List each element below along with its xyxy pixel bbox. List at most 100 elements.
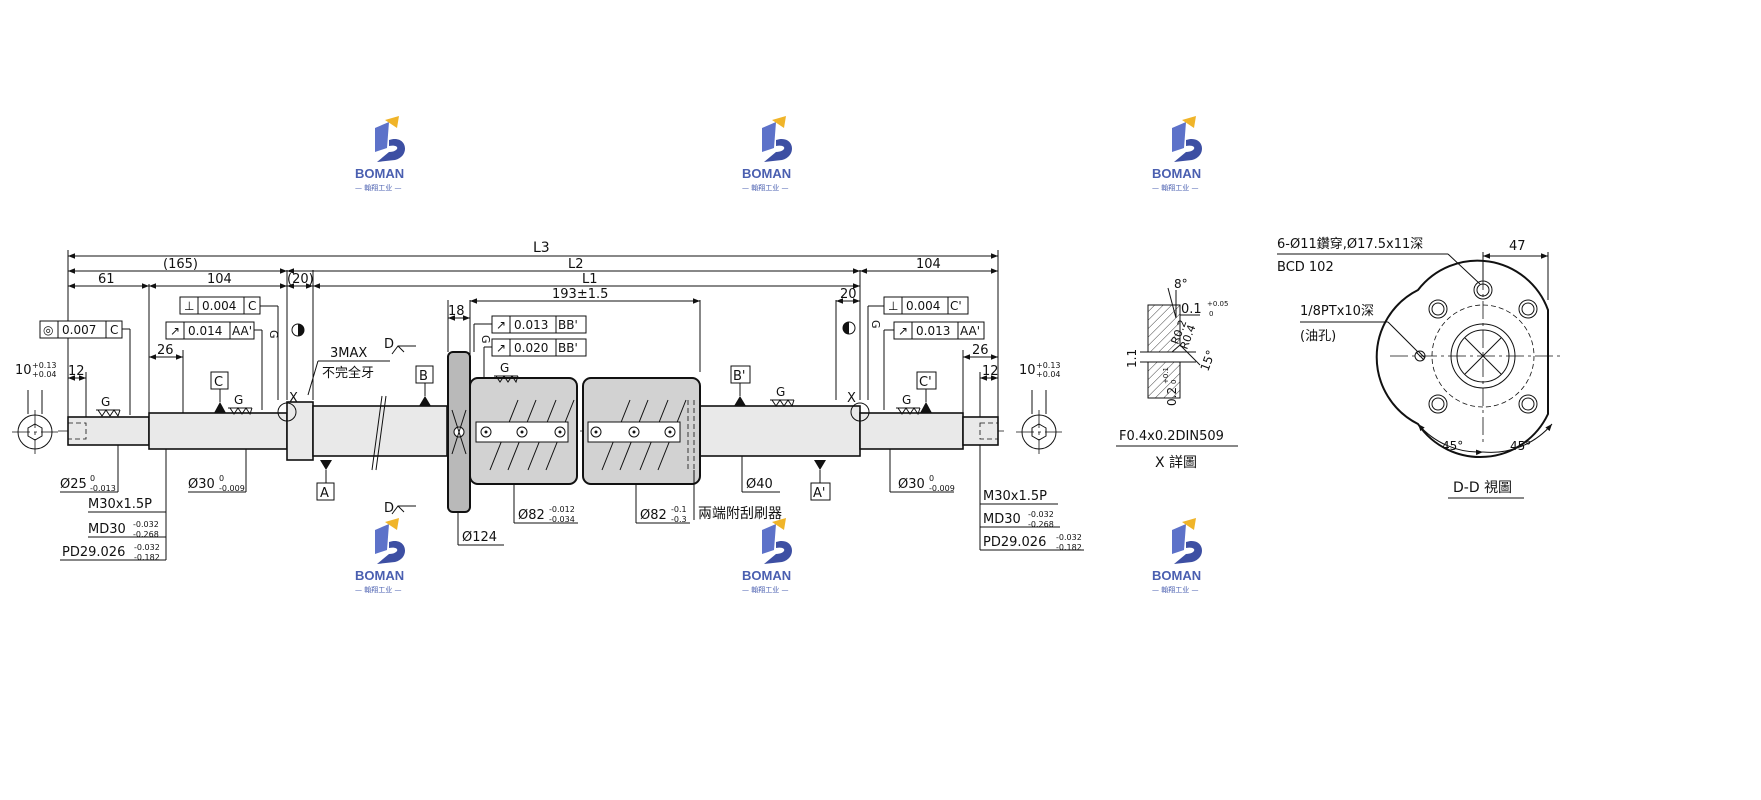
svg-text:⊥: ⊥ — [888, 299, 898, 313]
angle-45-right: 45° — [1510, 439, 1531, 453]
right-end-view: 10 +0.13 +0.04 — [1016, 361, 1062, 454]
svg-text:BOMAN: BOMAN — [355, 166, 404, 181]
detail-x-marker-left — [277, 402, 297, 422]
svg-text:BB': BB' — [558, 341, 578, 355]
datum-c-prime: C' — [919, 375, 932, 390]
dim-l3: L3 — [533, 240, 550, 256]
datum-b: B — [419, 369, 428, 384]
svg-text:G: G — [902, 393, 911, 407]
svg-text:— 翰翔工业 —: — 翰翔工业 — — [355, 183, 401, 192]
thread-spec-right: M30x1.5P MD30 -0.032 -0.268 PD29.026 -0.… — [979, 445, 1084, 552]
svg-text:0: 0 — [1209, 310, 1213, 318]
svg-text:+0.13: +0.13 — [32, 361, 57, 370]
datum-a-prime: A' — [813, 486, 825, 501]
dim-26-right: 26 — [972, 343, 989, 358]
dim-l1: L1 — [582, 272, 598, 287]
logo-bottom-1: BOMAN — 翰翔工业 — — [355, 518, 406, 594]
svg-text:BOMAN: BOMAN — [742, 166, 791, 181]
svg-text:+0.05: +0.05 — [1207, 300, 1228, 308]
gdt-frame-runout-body: ↗ 0.020 BB' — [483, 338, 587, 378]
dia-30-right: Ø30 — [898, 477, 925, 492]
tol-0-1: 0.1 — [1181, 302, 1202, 317]
dia-25: Ø25 — [60, 477, 87, 492]
datum-markers: C C' A A' B B' — [210, 365, 937, 501]
svg-text:-0.3: -0.3 — [671, 515, 687, 524]
dimension-labels: L3 (165) L2 104 61 104 (20) L1 193±1.5 2… — [68, 240, 999, 379]
dim-26-left: 26 — [157, 343, 174, 358]
dimension-lines — [67, 250, 999, 420]
svg-text:C: C — [248, 299, 256, 313]
oil-hole-callout: 1/8PTx10深 — [1300, 304, 1374, 319]
bcd-callout: BCD 102 — [1277, 260, 1334, 275]
oil-hole-note: (油孔) — [1300, 329, 1336, 344]
left-end-view: 10 +0.13 +0.04 — [12, 361, 58, 454]
svg-text:-0.1: -0.1 — [671, 505, 687, 514]
incomplete-thread-label: 不完全牙 — [322, 365, 374, 381]
dia-30-left: Ø30 — [188, 477, 215, 492]
dim-20-right: 20 — [840, 287, 857, 302]
diameter-callouts: Ø25 0 -0.013 Ø30 0 -0.009 Ø30 0 -0.009 Ø… — [60, 445, 955, 546]
svg-text:PD29.026: PD29.026 — [62, 545, 125, 560]
datum-a: A — [320, 486, 329, 501]
svg-text:-0.013: -0.013 — [90, 484, 116, 493]
svg-text:G: G — [869, 320, 882, 329]
wiper-note: 兩端附刮刷器 — [698, 506, 782, 522]
svg-text:G: G — [776, 385, 785, 399]
dim-1-1: 1.1 — [1125, 349, 1139, 368]
dim-l2: L2 — [568, 257, 584, 272]
svg-text:-0.034: -0.034 — [549, 515, 575, 524]
svg-text:0.004: 0.004 — [906, 299, 940, 313]
svg-text:⊥: ⊥ — [184, 299, 194, 313]
detail-x-title: X 詳圖 — [1155, 455, 1197, 471]
hex-size-right: 10 — [1019, 363, 1036, 378]
svg-text:+0.13: +0.13 — [1036, 361, 1061, 370]
datum-c: C — [214, 375, 223, 390]
three-max-label: 3MAX — [330, 346, 367, 361]
svg-text:-0.009: -0.009 — [929, 484, 955, 493]
gdt-frame-runout-left: ↗ 0.014 AA' — [165, 321, 263, 410]
logo-bottom-3: BOMAN — 翰翔工业 — — [1152, 518, 1203, 594]
svg-text:— 翰翔工业 —: — 翰翔工业 — — [1152, 183, 1198, 192]
dim-12-left: 12 — [68, 364, 85, 379]
dim-104-left: 104 — [207, 272, 232, 287]
svg-text:MD30: MD30 — [88, 522, 126, 537]
svg-text:G: G — [500, 361, 509, 375]
svg-text:G: G — [234, 393, 243, 407]
grind-marks: G G G G G X X G G G D D 3MAX 不完全牙 — [96, 320, 921, 516]
svg-text:-0.182: -0.182 — [134, 553, 160, 562]
svg-text:↗: ↗ — [170, 324, 180, 338]
logo-top-3: BOMAN — 翰翔工业 — — [1152, 116, 1203, 192]
svg-text:0.007: 0.007 — [62, 323, 96, 337]
svg-text:0.014: 0.014 — [188, 324, 222, 338]
gdt-frame-concentricity: ◎ 0.007 C — [39, 320, 131, 415]
section-d-bottom: D — [384, 501, 394, 516]
svg-text:— 翰翔工业 —: — 翰翔工业 — — [742, 585, 788, 594]
dia-82-body: Ø82 — [518, 508, 545, 523]
svg-text:-0.032: -0.032 — [1056, 533, 1082, 542]
svg-text:BOMAN: BOMAN — [1152, 568, 1201, 583]
svg-text:C: C — [110, 323, 118, 337]
ball-screw-body — [58, 395, 1008, 471]
left-step — [286, 401, 314, 461]
svg-text:BOMAN: BOMAN — [1152, 166, 1201, 181]
view-dd-title: D-D 視圖 — [1453, 480, 1512, 496]
svg-text:AA': AA' — [232, 324, 252, 338]
bolt-holes-callout: 6-Ø11鑽穿,Ø17.5x11深 — [1277, 236, 1423, 252]
svg-text:+0.04: +0.04 — [32, 370, 57, 379]
dim-0-2: 0.2 — [1165, 387, 1179, 406]
screw-thread-right — [699, 405, 861, 457]
dim-165: (165) — [163, 257, 198, 272]
svg-text:G: G — [101, 395, 110, 409]
svg-text:G: G — [479, 335, 492, 344]
detail-x-marker-right — [850, 402, 870, 422]
left-journal-m30 — [67, 416, 150, 446]
svg-text:0: 0 — [929, 474, 934, 483]
svg-text:↗: ↗ — [496, 341, 506, 355]
svg-text:↗: ↗ — [496, 318, 506, 332]
svg-text:0.013: 0.013 — [916, 324, 950, 338]
angle-45-left: 45° — [1442, 439, 1463, 453]
svg-text:0: 0 — [219, 474, 224, 483]
svg-text:BB': BB' — [558, 318, 578, 332]
svg-text:BOMAN: BOMAN — [742, 568, 791, 583]
